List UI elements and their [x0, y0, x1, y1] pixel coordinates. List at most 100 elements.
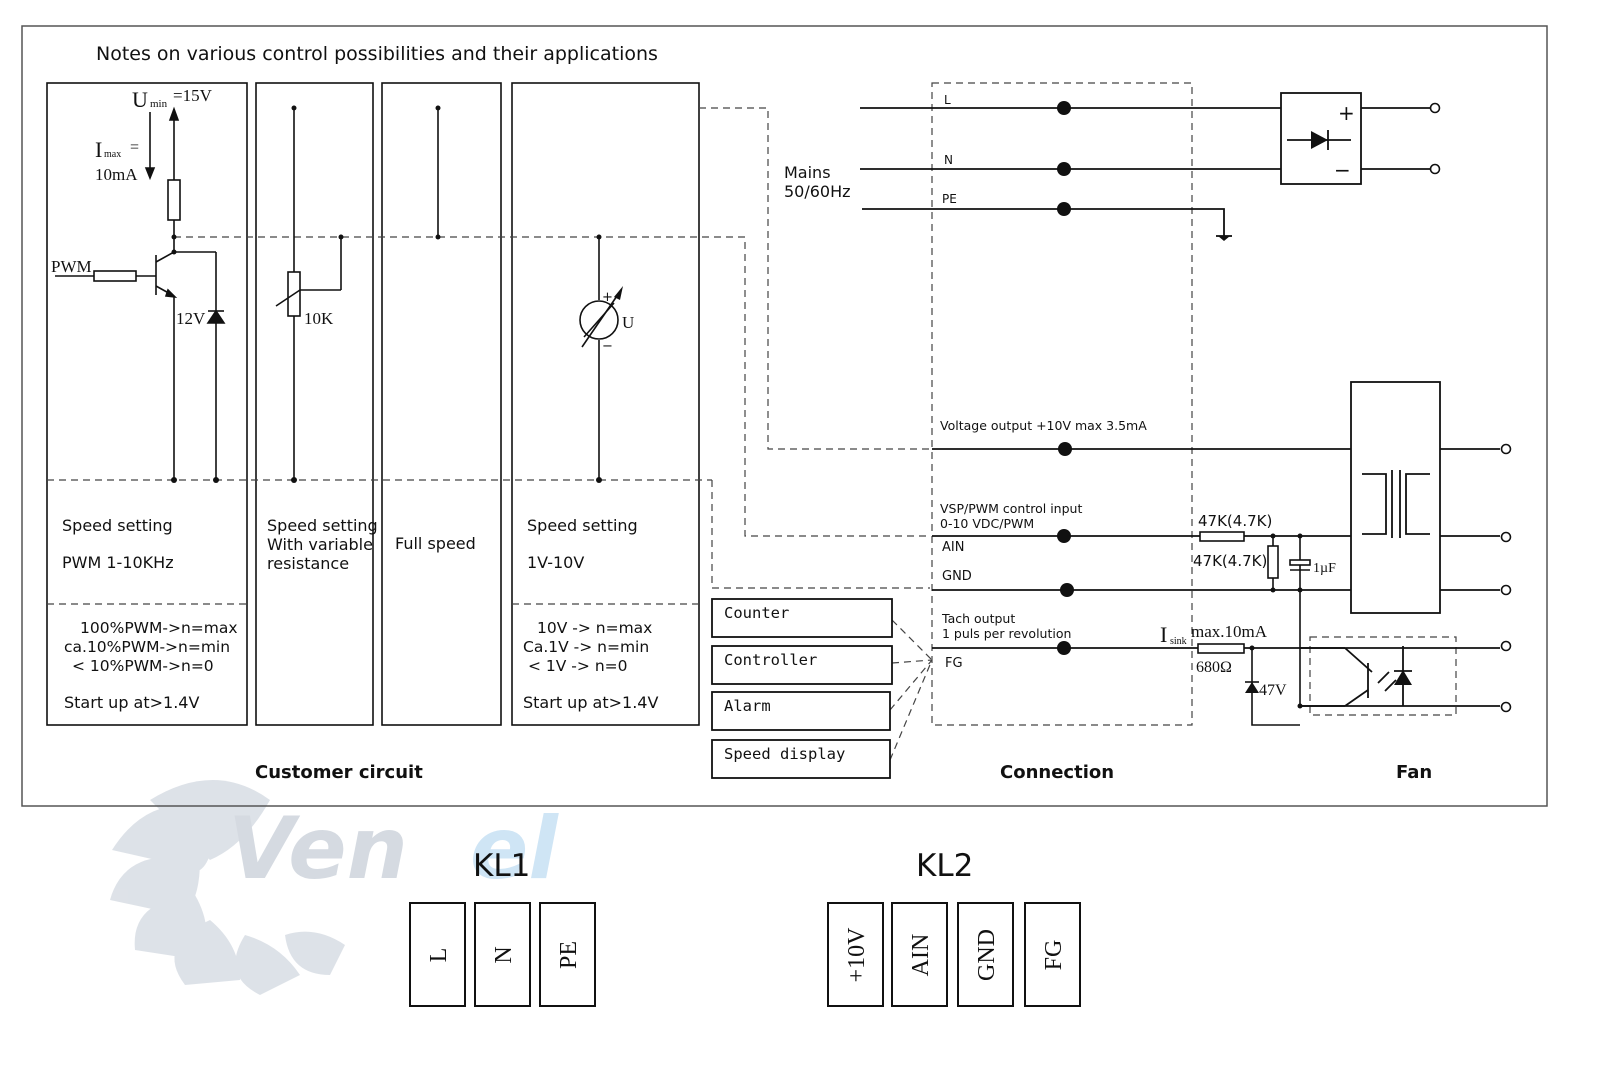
terminal-pins — [409, 902, 1081, 1007]
kl1-pin-n-label: N — [491, 946, 517, 963]
tach-pulse-label: 1 puls per revolution — [942, 626, 1071, 641]
voltage-output-label: Voltage output +10V max 3.5mA — [940, 418, 1147, 433]
voltmeter-icon — [579, 300, 619, 340]
pwm-note-max: 100%PWM->n=max — [80, 619, 238, 637]
ain-label: AIN — [942, 540, 964, 555]
resistor-47k-shunt — [1267, 545, 1279, 579]
mains-label: Mains — [784, 163, 831, 182]
section-connection: Connection — [1000, 762, 1114, 783]
umin-sub: min — [150, 98, 168, 110]
resistor-speed-label: Speed setting — [267, 516, 378, 535]
zener-12v-label: 12V — [176, 309, 206, 328]
panel-resistor — [255, 82, 374, 726]
panel-pwm — [46, 82, 248, 726]
voltage-note-min: Ca.1V -> n=min — [523, 638, 649, 656]
capacitor-1uf-icon — [1289, 559, 1311, 566]
resistor-circuit — [275, 108, 342, 480]
optocoupler-border — [1309, 636, 1457, 716]
kl1-pin-pe — [539, 902, 596, 1007]
full-speed-label: Full speed — [395, 534, 476, 553]
gnd-label: GND — [942, 569, 972, 584]
zener-47v-label: 47V — [1259, 682, 1287, 699]
capacitor-label: 1µF — [1313, 561, 1336, 576]
kl2-title: KL2 — [916, 848, 973, 884]
fg-label: FG — [945, 656, 963, 671]
voltmeter-plus: + — [602, 290, 613, 305]
kl1-pin-pe-label: PE — [556, 941, 582, 969]
imax-label: I — [95, 137, 102, 162]
imax-value: 10mA — [95, 165, 138, 184]
customer-panels — [46, 82, 700, 726]
voltage-speed-label: Speed setting — [527, 516, 638, 535]
device-box-alarm — [711, 691, 891, 731]
fan-junctions — [1249, 533, 1303, 709]
device-box-speed-display — [711, 739, 891, 779]
isink-label: I — [1160, 622, 1167, 647]
kl2-pin-fg — [1024, 902, 1081, 1007]
kl2-pin-gnd-label: GND — [974, 929, 1000, 981]
ventel-watermark-logo: Ven el — [110, 780, 559, 995]
resistor-47k-series — [1199, 531, 1245, 542]
fan-blades-icon — [110, 780, 345, 995]
resistor-r1-label: 47K(4.7K) — [1198, 512, 1272, 530]
imax-sub: max — [104, 149, 121, 160]
svg-text:el: el — [470, 799, 559, 899]
isink-value: max.10mA — [1191, 622, 1268, 641]
pwm-speed-label: Speed setting — [62, 516, 173, 535]
output-terminals — [1429, 102, 1512, 713]
umin-label: U — [132, 87, 148, 112]
connection-nodes — [1057, 101, 1074, 655]
voltage-startup-note: Start up at>1.4V — [523, 693, 658, 712]
dashed-wiring — [47, 82, 1457, 761]
mains-frequency-label: 50/60Hz — [784, 182, 851, 201]
rectifier-plus: + — [1338, 101, 1355, 125]
resistor-r2-label: 47K(4.7K) — [1193, 552, 1267, 570]
zener-47v-icon — [1245, 682, 1259, 693]
ventel-logo-lettering: Ven el — [228, 799, 559, 899]
device-box-counter — [711, 598, 893, 638]
zener-12v-icon — [206, 309, 226, 324]
kl1-title: KL1 — [473, 848, 530, 884]
device-speed-display-label: Speed display — [724, 745, 845, 763]
voltage-note-zero: < 1V -> n=0 — [528, 657, 628, 675]
resistor-resistance-label: resistance — [267, 554, 349, 573]
device-counter-label: Counter — [724, 604, 789, 622]
isink-sub: sink — [1170, 636, 1187, 647]
kl2-pin-fg-label: FG — [1041, 940, 1067, 971]
voltage-circuit — [579, 237, 620, 480]
tach-output-label: Tach output — [941, 611, 1015, 626]
optocoupler-icon — [1300, 646, 1412, 707]
potentiometer-value: 10K — [304, 309, 334, 328]
kl1-pin-n — [474, 902, 531, 1007]
pwm-pullup-resistor — [167, 179, 181, 221]
kl2-pin-gnd — [957, 902, 1014, 1007]
imax-eq: = — [130, 139, 139, 156]
transformer-icon — [1362, 470, 1430, 538]
kl2-pin-10v — [827, 902, 884, 1007]
pwm-circuit — [55, 106, 226, 480]
connection-n-label: N — [944, 153, 953, 167]
fan-transformer-box — [1350, 381, 1441, 614]
fan-input-components — [1197, 531, 1311, 726]
voltage-note-max: 10V -> n=max — [537, 619, 652, 637]
connection-l-label: L — [944, 93, 951, 107]
voltmeter-minus: − — [602, 339, 613, 354]
kl2-pin-ain-label: AIN — [908, 934, 934, 977]
kl1-pin-l-label: L — [426, 948, 452, 963]
pwm-note-min: ca.10%PWM->n=min — [64, 638, 230, 656]
resistor-r3-label: 680Ω — [1196, 659, 1232, 676]
kl2-pin-ain — [891, 902, 948, 1007]
pwm-note-zero: < 10%PWM->n=0 — [72, 657, 214, 675]
section-customer-circuit: Customer circuit — [255, 762, 423, 783]
page-title: Notes on various control possibilities a… — [96, 43, 658, 65]
voltmeter-label: U — [622, 313, 634, 332]
rectifier-minus: − — [1334, 158, 1351, 182]
kl2-pin-10v-label: +10V — [844, 927, 870, 983]
device-box-controller — [711, 645, 893, 685]
panel-full-speed — [381, 82, 502, 726]
vsp-range-label: 0-10 VDC/PWM — [940, 516, 1034, 531]
svg-text:Ven: Ven — [228, 799, 408, 899]
section-fan: Fan — [1396, 762, 1432, 783]
device-controller-label: Controller — [724, 651, 817, 669]
